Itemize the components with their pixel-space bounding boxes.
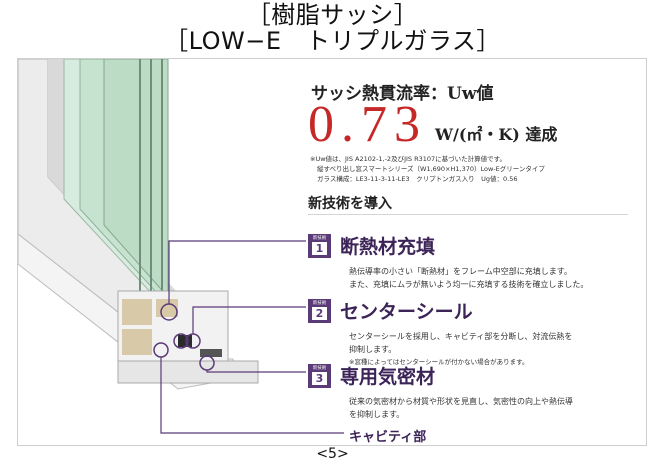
note-line-1: ※Uw値は、JIS A2102-1,-2及びJIS R3107に基づいた計算値で… [310,155,506,163]
feature-2-number: 2 [312,307,327,320]
feature-2-note: ※窓種によってはセンターシールが付かない場合があります。 [349,358,529,366]
feature-2-desc: センターシールを採用し、キャビティ部を分断し、対流伝熱を 抑制します。 ※窓種に… [349,330,572,368]
feature-3-number: 3 [312,372,327,385]
feature-3-badge-label: 新技術 [312,366,327,371]
note-line-3: ガラス構成：LE3-11-3-11-LE3 クリプトンガス入り Ug値：0.56 [317,175,518,183]
feature-3-badge: 新技術 3 [308,364,331,388]
insulation-fill-3 [156,299,178,317]
window-cross-section-illustration [18,59,344,434]
uw-value: 0.73 [308,96,427,153]
feature-3-desc-line-2: を抑制します。 [349,410,405,419]
calculation-note: ※Uw値は、JIS A2102-1,-2及びJIS R3107に基づいた計算値で… [310,154,545,184]
content-frame: サッシ熱貫流率：Uw値 0.73 W/(㎡・K) 達成 ※Uw値は、JIS A2… [17,58,647,446]
feature-1-badge-label: 新技術 [312,236,327,241]
feature-1-number: 1 [312,242,327,255]
page-number: <5> [316,446,349,462]
intro-heading: 新技術を導入 [308,196,392,212]
feature-2-badge: 新技術 2 [308,299,331,323]
cavity-label: キャビティ部 [349,430,427,445]
insulation-fill-1 [122,299,152,325]
feature-1-desc: 熱伝導率の小さい「断熱材」をフレーム中空部に充填します。 また、充填にムラが無い… [349,265,588,291]
feature-2-desc-line-2: 抑制します。 [349,345,397,354]
feature-2-title: センターシール [340,301,473,323]
feature-1-desc-line-1: 熱伝導率の小さい「断熱材」をフレーム中空部に充填します。 [349,267,572,276]
center-seal [178,335,192,347]
feature-3-title: 専用気密材 [340,366,436,388]
leader-line-2 [192,306,306,334]
feature-1-title: 断熱材充填 [340,236,436,258]
uw-unit: W/(㎡・K) 達成 [435,125,558,144]
leader-line-1 [168,240,306,304]
feature-1-desc-line-2: また、充填にムラが無いよう均一に充填する技術を確立しました。 [349,280,589,289]
title-line-2: ［LOW−E トリプルガラス］ [164,27,501,55]
insulation-fill-2 [122,329,152,355]
divider [308,214,628,215]
leader-line-3 [206,370,306,373]
feature-2-desc-line-1: センターシールを採用し、キャビティ部を分断し、対流伝熱を [349,332,573,341]
feature-3-desc-line-1: 従来の気密材から材質や形状を見直し、気密性の向上や熱伝導 [349,397,573,406]
uw-label: サッシ熱貫流率：Uw値 [311,84,494,104]
airtight-gasket [200,349,222,357]
feature-2-badge-label: 新技術 [312,301,327,306]
feature-1-badge: 新技術 1 [308,234,331,258]
feature-3-desc: 従来の気密材から材質や形状を見直し、気密性の向上や熱伝導 を抑制します。 [349,395,573,421]
title-line-1: ［樹脂サッシ］ [246,1,419,29]
callout-marker-2a [173,333,189,349]
note-line-2: 縦すべり出し窓スマートシリーズ（W1,690×H1,370）Low-Eグリーンタ… [317,165,545,173]
leader-line-cavity [160,357,344,434]
page-title: ［樹脂サッシ］ ［LOW−E トリプルガラス］ [0,2,665,54]
